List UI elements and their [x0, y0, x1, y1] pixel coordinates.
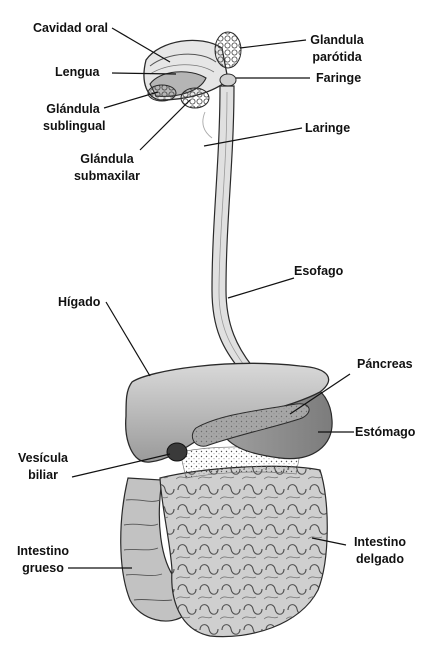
- label-esofago: Esofago: [294, 264, 344, 278]
- pharynx-drawing: [219, 73, 237, 87]
- label-lengua: Lengua: [55, 65, 100, 79]
- leader-esofago: [227, 277, 295, 299]
- leader-lengua: [111, 72, 177, 75]
- sublingual-gland-drawing: [147, 84, 177, 102]
- leader-lines: [68, 27, 354, 569]
- label-vesicula-biliar-line2: biliar: [28, 468, 58, 482]
- label-intestino-grueso-line2: grueso: [22, 561, 64, 575]
- small-intestine-drawing: [159, 465, 328, 638]
- label-glandula-sublingual-line1: Glándula: [46, 102, 100, 116]
- label-intestino-delgado-line2: delgado: [356, 552, 404, 566]
- label-glandula-parotida-line1: Glandula: [310, 33, 364, 47]
- label-glandula-submaxilar: Glándula submaxilar: [71, 151, 143, 185]
- leader-laringe: [203, 127, 303, 147]
- pancreas-drawing: [191, 403, 310, 447]
- label-cavidad-oral: Cavidad oral: [33, 21, 109, 35]
- label-intestino-delgado-line1: Intestino: [353, 535, 407, 549]
- label-laringe: Laringe: [305, 121, 351, 135]
- leader-intestino-delgado: [311, 537, 347, 546]
- label-pancreas: Páncreas: [357, 357, 413, 371]
- label-vesicula-biliar-line1: Vesícula: [17, 451, 69, 465]
- label-glandula-parotida-line2: parótida: [312, 50, 362, 64]
- leader-glandula-sublingual: [103, 91, 159, 109]
- label-faringe: Faringe: [316, 71, 362, 85]
- label-vesicula-biliar: Vesícula biliar: [12, 450, 74, 484]
- parotid-gland-drawing: [214, 31, 242, 69]
- chin-outline: [202, 111, 213, 139]
- leader-pancreas: [289, 373, 351, 415]
- label-higado: Hígado: [58, 295, 101, 309]
- label-intestino-grueso: Intestino grueso: [12, 543, 74, 577]
- gallbladder-drawing: [166, 442, 188, 462]
- leader-vesicula-biliar: [71, 453, 171, 478]
- label-intestino-grueso-line1: Intestino: [16, 544, 70, 558]
- leader-glandula-submaxilar: [139, 99, 191, 151]
- label-intestino-delgado: Intestino delgado: [348, 534, 412, 568]
- leader-higado: [105, 301, 151, 377]
- label-glandula-submaxilar-line2: submaxilar: [73, 169, 140, 183]
- label-glandula-parotida: Glandula parótida: [305, 32, 369, 66]
- label-glandula-sublingual: Glándula sublingual: [43, 101, 106, 135]
- label-glandula-sublingual-line2: sublingual: [43, 119, 106, 133]
- leader-glandula-parotida: [239, 39, 307, 49]
- label-estomago: Estómago: [355, 425, 416, 439]
- esophagus-drawing: [211, 85, 253, 371]
- submandibular-gland-drawing: [180, 87, 210, 109]
- label-glandula-submaxilar-line1: Glándula: [80, 152, 134, 166]
- leader-cavidad-oral: [111, 27, 171, 63]
